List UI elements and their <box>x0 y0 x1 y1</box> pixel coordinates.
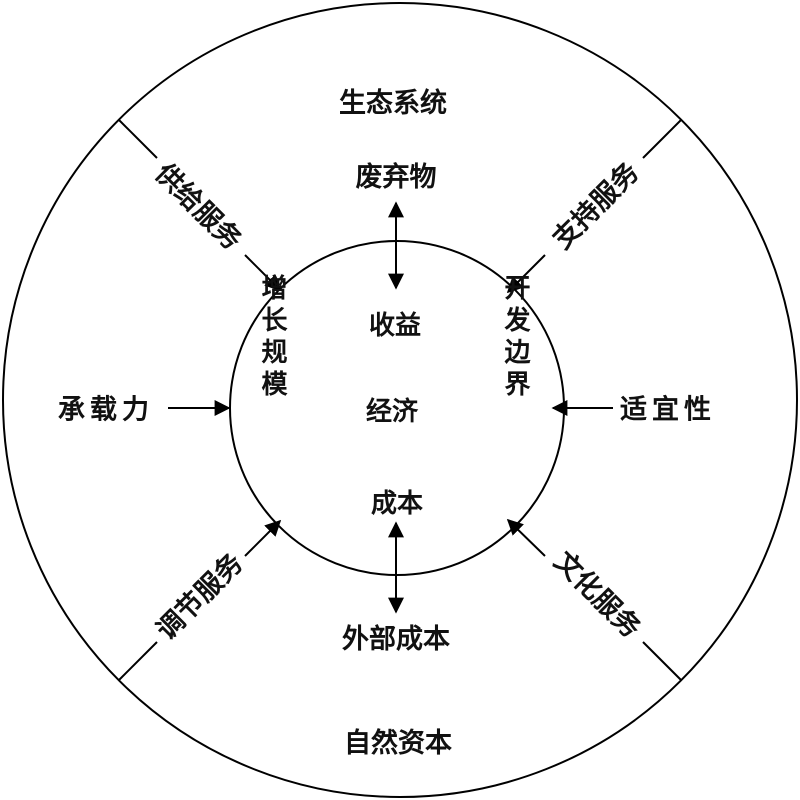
input-bottom-label: 外部成本 <box>342 623 450 655</box>
inner-center-label: 经济 <box>366 396 419 427</box>
service-regulating-label: 调节服务 <box>151 548 249 646</box>
input-left-label: 承载力 <box>58 395 154 426</box>
outer-bottom-label: 自然资本 <box>344 727 452 759</box>
separator-bottom-left <box>118 641 158 681</box>
separator-bottom-right <box>642 641 682 681</box>
inner-right-label: 开发边界 <box>500 274 531 402</box>
arrow-provisioning <box>244 254 282 292</box>
input-right-label: 适宜性 <box>620 394 716 426</box>
input-top-label: 废弃物 <box>356 161 437 193</box>
arrow-regulating <box>244 519 282 557</box>
separator-top-left <box>118 119 158 159</box>
inner-bottom-label: 成本 <box>371 489 423 519</box>
arrow-cultural <box>506 518 546 557</box>
arrow-supporting <box>506 254 546 294</box>
service-supporting-label: 支持服务 <box>547 157 645 255</box>
outer-top-label: 生态系统 <box>339 87 447 119</box>
separator-top-right <box>642 119 682 159</box>
inner-top-label: 收益 <box>369 311 421 341</box>
service-provisioning-label: 供给服务 <box>148 157 247 256</box>
service-cultural-label: 文化服务 <box>548 545 647 644</box>
inner-left-label: 增长规模 <box>257 273 287 402</box>
